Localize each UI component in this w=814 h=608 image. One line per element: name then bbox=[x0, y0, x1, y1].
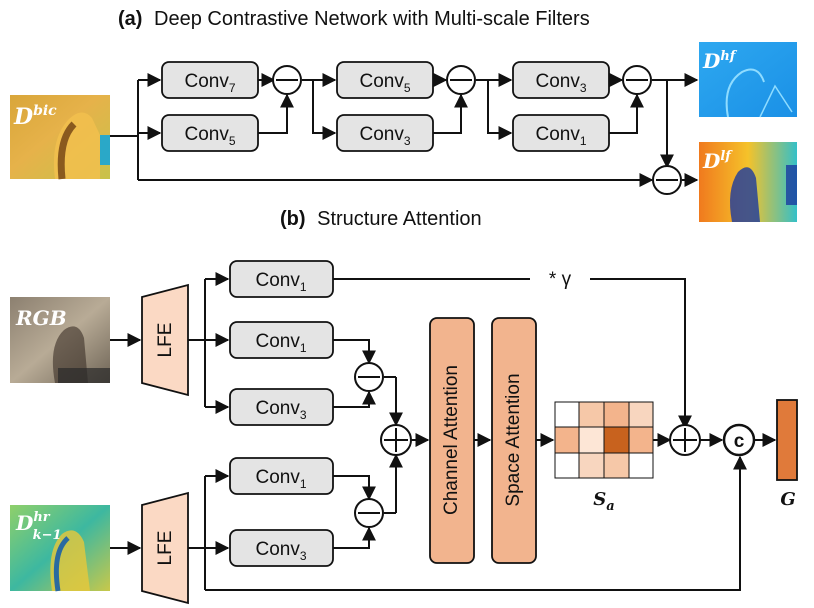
svg-text:Conv1: Conv1 bbox=[255, 270, 306, 294]
subtract-node-3 bbox=[622, 65, 652, 95]
svg-text:LFE: LFE bbox=[155, 531, 176, 566]
conv1-box-a3: Conv1 bbox=[512, 114, 610, 152]
svg-text:Conv1: Conv1 bbox=[255, 331, 306, 355]
panel-b-title: (b) Structure Attention bbox=[280, 208, 482, 230]
subtract-node-2 bbox=[446, 65, 476, 95]
space-attention-block: Space Attention bbox=[491, 317, 537, 564]
conv3-box-b5: Conv3 bbox=[229, 529, 334, 567]
svg-text:Conv5: Conv5 bbox=[184, 124, 235, 148]
gamma-label: * γ bbox=[549, 269, 572, 290]
lfe-block-rgb: LFE bbox=[141, 283, 189, 397]
panel-b-connectors bbox=[110, 272, 777, 591]
subtract-node-4 bbox=[652, 165, 682, 195]
panel-a-title: (a) Deep Contrastive Network with Multi-… bbox=[118, 8, 590, 30]
svg-text:Conv3: Conv3 bbox=[359, 124, 410, 148]
panel-a: (a) Deep Contrastive Network with Multi-… bbox=[10, 8, 797, 222]
structure-attention-map: Sa bbox=[554, 401, 654, 514]
svg-text:Conv1: Conv1 bbox=[535, 124, 586, 148]
svg-text:Conv3: Conv3 bbox=[535, 71, 586, 95]
svg-text:Conv3: Conv3 bbox=[255, 398, 306, 422]
output-image-dlf: Dlf bbox=[699, 142, 797, 222]
output-label-dlf: Dlf bbox=[702, 149, 733, 173]
conv3-box-b3: Conv3 bbox=[229, 388, 334, 426]
svg-text:Channel Attention: Channel Attention bbox=[441, 365, 462, 515]
conv3-box-a3: Conv3 bbox=[512, 61, 610, 99]
conv3-box-a2: Conv3 bbox=[336, 114, 434, 152]
output-label-dhf: Dhf bbox=[702, 49, 738, 73]
svg-text:Conv3: Conv3 bbox=[255, 539, 306, 563]
conv5-box-a1: Conv5 bbox=[161, 114, 259, 152]
g-label: G bbox=[780, 489, 795, 510]
rgb-image: RGB bbox=[10, 297, 110, 383]
svg-text:Conv1: Conv1 bbox=[255, 467, 306, 491]
sa-label: Sa bbox=[593, 489, 614, 514]
conv7-box: Conv7 bbox=[161, 61, 259, 99]
subtract-node-1 bbox=[272, 65, 302, 95]
input-image-dbic: Dbic bbox=[10, 95, 110, 180]
add-node-fusion bbox=[380, 424, 412, 456]
rgb-label: RGB bbox=[15, 306, 67, 330]
conv1-box-b4: Conv1 bbox=[229, 457, 334, 495]
add-node-output bbox=[669, 424, 701, 456]
subtract-node-rgb bbox=[354, 362, 384, 392]
channel-attention-block: Channel Attention bbox=[429, 317, 475, 564]
svg-text:Conv7: Conv7 bbox=[184, 71, 235, 95]
svg-text:Space Attention: Space Attention bbox=[503, 373, 524, 506]
svg-text:c: c bbox=[734, 431, 745, 452]
conv1-box-b1: Conv1 bbox=[229, 260, 334, 298]
input-label-dbic: Dbic bbox=[13, 103, 57, 130]
subtract-node-depth bbox=[354, 498, 384, 528]
svg-text:Conv5: Conv5 bbox=[359, 71, 410, 95]
panel-a-connectors bbox=[110, 73, 699, 187]
svg-text:LFE: LFE bbox=[155, 323, 176, 358]
output-image-dhf: Dhf bbox=[699, 42, 797, 118]
guidance-output-g: G bbox=[776, 399, 798, 510]
panel-a-title-text: Deep Contrastive Network with Multi-scal… bbox=[154, 8, 590, 30]
concat-node: c bbox=[722, 423, 756, 457]
conv5-box-a2: Conv5 bbox=[336, 61, 434, 99]
lfe-block-depth: LFE bbox=[141, 491, 189, 605]
conv1-box-b2: Conv1 bbox=[229, 321, 334, 359]
panel-a-prefix: (a) bbox=[118, 8, 142, 30]
